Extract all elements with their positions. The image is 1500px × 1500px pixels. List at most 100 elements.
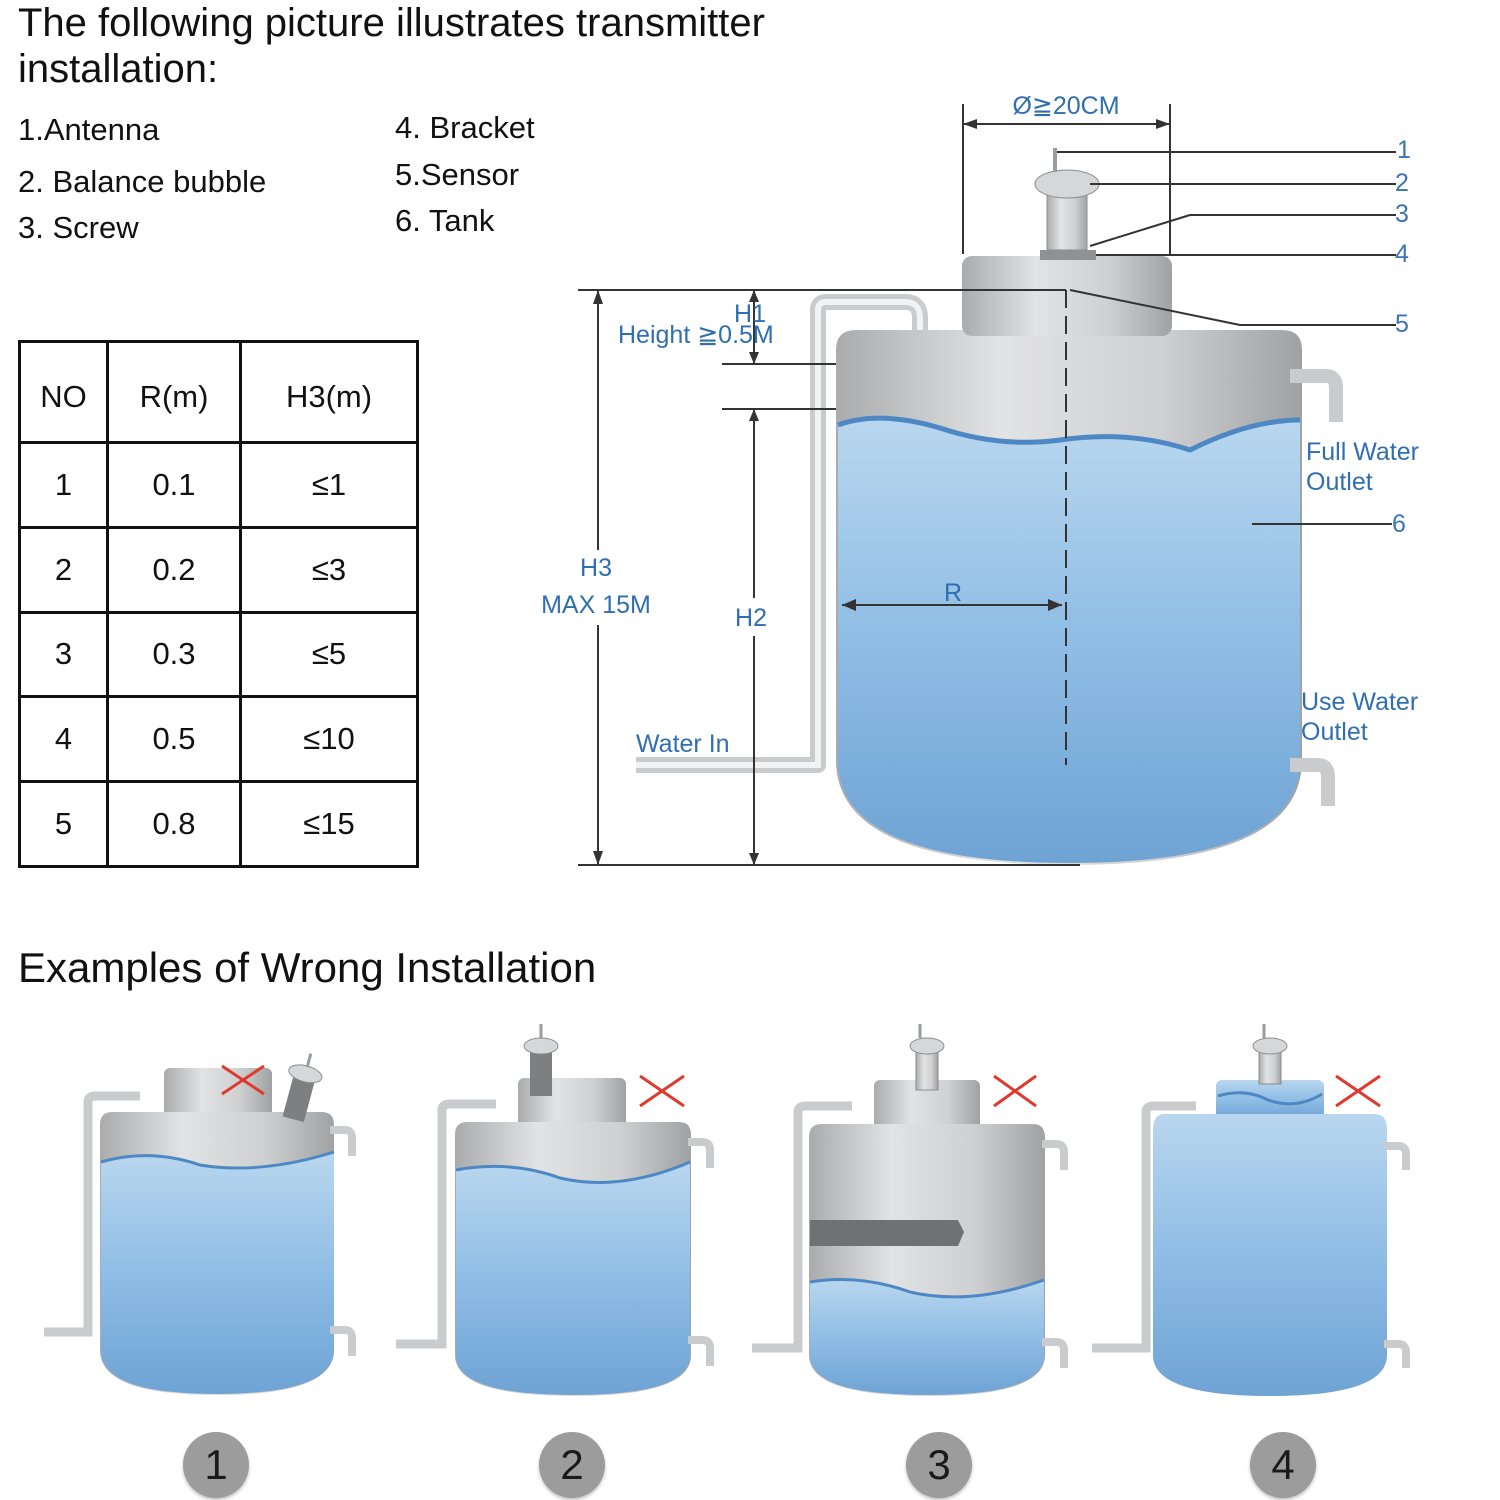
part-bracket: 4. Bracket — [395, 110, 535, 145]
example-number-4: 4 — [1250, 1432, 1316, 1498]
table-header-row: NO R(m) H3(m) — [18, 340, 419, 444]
col-header-no: NO — [18, 340, 109, 444]
tank-collar — [874, 1080, 980, 1130]
wrong-example-2 — [396, 1024, 714, 1396]
water-surface — [100, 1150, 335, 1170]
outlet-bottom — [688, 1336, 714, 1366]
water-in-pipe-highlight — [636, 299, 923, 768]
wrong-installation-heading: Examples of Wrong Installation — [18, 944, 597, 991]
outlet-bottom — [1384, 1340, 1410, 1368]
sensor-head — [909, 1037, 945, 1055]
main-tank — [636, 148, 1343, 865]
wrong-example-4 — [1092, 1024, 1410, 1396]
full-water-outlet-pipe — [1290, 369, 1343, 422]
tank-body — [809, 1124, 1045, 1396]
cell-no: 2 — [18, 525, 109, 614]
cell-r: 0.1 — [106, 441, 242, 529]
h3-head-bottom — [593, 851, 603, 865]
tank-collar — [164, 1068, 272, 1118]
sensor-body — [282, 1075, 315, 1123]
sensor-body — [530, 1050, 552, 1096]
callout-3: 3 — [1395, 200, 1409, 228]
antenna — [305, 1053, 313, 1068]
example-number-1: 1 — [183, 1432, 249, 1498]
tilted-sensor — [282, 1053, 323, 1123]
h1-head-top — [749, 290, 759, 302]
inlet-pipe — [396, 1099, 496, 1349]
tank-water — [101, 1152, 334, 1394]
col-header-r: R(m) — [106, 340, 242, 444]
wrong-mark-icon — [221, 1064, 265, 1096]
cell-r: 0.8 — [106, 780, 242, 868]
cell-h3: ≤1 — [239, 441, 419, 529]
outlet-top — [688, 1138, 714, 1168]
part-antenna: 1.Antenna — [18, 112, 160, 147]
cell-no: 5 — [18, 780, 109, 868]
part-sensor: 5.Sensor — [395, 157, 520, 192]
cell-h3: ≤3 — [239, 525, 419, 614]
sensor-head — [523, 1037, 559, 1055]
tank-water — [456, 1162, 690, 1395]
wrong-example-1 — [44, 1053, 356, 1395]
water-surface — [455, 1160, 691, 1184]
outlet-top — [1384, 1142, 1410, 1170]
table-row: 5 0.8 ≤15 — [18, 780, 419, 868]
dimension-lines — [578, 104, 1396, 866]
water-surface — [809, 1278, 1045, 1299]
callout-2: 2 — [1395, 169, 1409, 197]
inlet-pipe — [752, 1101, 852, 1353]
page-title: The following picture illustrates transm… — [18, 1, 765, 91]
water-in-pipe — [636, 294, 928, 773]
callout-1: 1 — [1397, 136, 1411, 164]
tank-body — [836, 330, 1302, 865]
full-outlet-label-1: Full Water — [1306, 438, 1419, 466]
sensor-body — [1046, 189, 1088, 251]
tank-water — [838, 418, 1300, 863]
part-screw: 3. Screw — [18, 210, 139, 245]
wrong-mark-icon — [639, 1074, 685, 1108]
cell-h3: ≤5 — [239, 610, 419, 699]
table-row: 1 0.1 ≤1 — [18, 441, 419, 529]
tank-water — [1153, 1114, 1387, 1396]
table-row: 2 0.2 ≤3 — [18, 525, 419, 614]
cell-r: 0.5 — [106, 695, 242, 784]
h2-head-bottom — [749, 853, 759, 865]
wrong-mark-icon — [993, 1074, 1037, 1108]
diameter-label: Ø≧20CM — [1012, 92, 1119, 120]
use-outlet-label-1: Use Water — [1301, 688, 1418, 716]
outlet-bottom — [1042, 1338, 1068, 1368]
tank-body — [100, 1112, 334, 1395]
example-number-2: 2 — [539, 1432, 605, 1498]
cell-no: 1 — [18, 441, 109, 529]
tank-water — [810, 1279, 1044, 1395]
radius-arrow-head-right — [1048, 599, 1062, 611]
cell-r: 0.2 — [106, 525, 242, 614]
bracket — [1040, 250, 1096, 260]
height-label: Height ≧0.5M — [618, 321, 774, 349]
part-tank: 6. Tank — [395, 203, 495, 238]
balance-bubble — [1034, 169, 1100, 199]
example-number-3: 3 — [906, 1432, 972, 1498]
use-outlet-label-2: Outlet — [1301, 718, 1368, 746]
sensor-body — [1258, 1049, 1282, 1085]
spec-table: NO R(m) H3(m) 1 0.1 ≤1 2 0.2 ≤3 3 0.3 ≤5… — [18, 340, 419, 868]
col-header-h3: H3(m) — [239, 340, 419, 444]
callout-5: 5 — [1395, 310, 1409, 338]
tank-collar — [518, 1078, 626, 1128]
tank-collar — [1216, 1080, 1324, 1120]
cell-no: 4 — [18, 695, 109, 784]
cell-no: 3 — [18, 610, 109, 699]
cell-h3: ≤15 — [239, 780, 419, 868]
tank-collar — [962, 256, 1172, 336]
inlet-pipe — [1092, 1101, 1196, 1353]
callout-4: 4 — [1395, 240, 1409, 268]
h2-label: H2 — [735, 604, 767, 632]
diameter-head-left — [963, 119, 977, 129]
h3-head-top — [593, 290, 603, 304]
diameter-head-right — [1156, 119, 1170, 129]
use-water-outlet-pipe — [1290, 758, 1335, 806]
h3-max-label: MAX 15M — [541, 591, 651, 619]
h2-head-top — [749, 409, 759, 421]
callout-6: 6 — [1392, 510, 1406, 538]
outlet-bottom — [330, 1326, 356, 1356]
